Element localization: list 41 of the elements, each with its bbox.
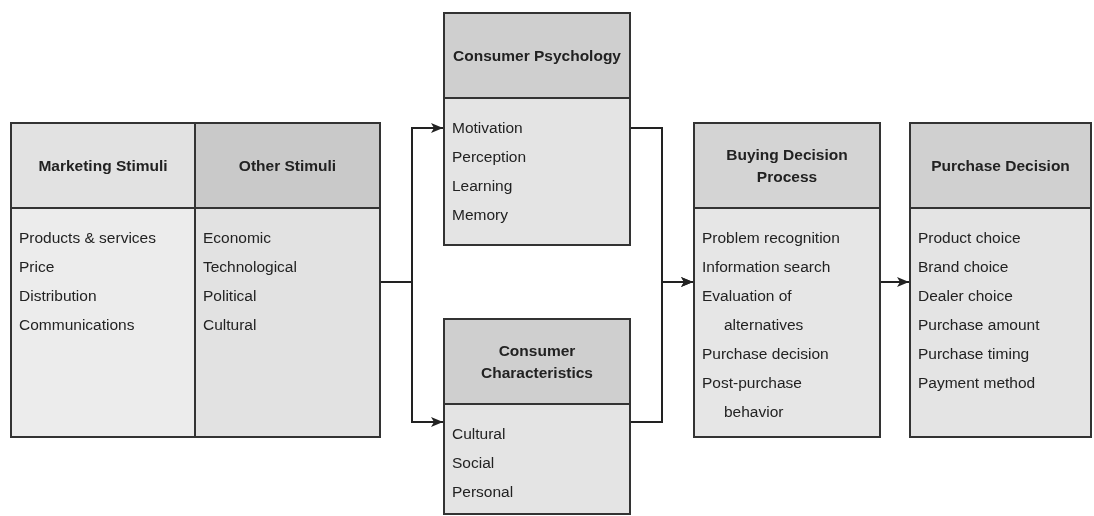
category-box xyxy=(10,122,196,438)
box-title: Other Stimuli xyxy=(238,155,337,176)
box-title: Purchase Decision xyxy=(931,155,1070,176)
list-item: Dealer choice xyxy=(918,286,1014,306)
list-item: Political xyxy=(203,286,258,306)
list-item: Economic xyxy=(203,228,273,248)
list-item: Personal xyxy=(452,482,515,502)
list-item: Memory xyxy=(452,205,509,225)
category-box xyxy=(909,122,1092,438)
list-item: Social xyxy=(452,453,496,473)
list-item: Evaluation of alternatives xyxy=(702,286,805,335)
list-item: Cultural xyxy=(203,315,258,335)
category-box xyxy=(443,12,631,246)
list-item: Products & services xyxy=(19,228,157,248)
box-title: Marketing Stimuli xyxy=(38,155,168,176)
category-box xyxy=(194,122,381,438)
list-item: Post-purchase behavior xyxy=(702,373,803,422)
box-title: Buying Decision Process xyxy=(725,144,849,187)
list-item: Perception xyxy=(452,147,528,167)
list-item: Learning xyxy=(452,176,514,196)
list-item: Purchase decision xyxy=(702,344,830,364)
list-item: Technological xyxy=(203,257,298,277)
list-item: Brand choice xyxy=(918,257,1010,277)
category-box xyxy=(693,122,881,438)
box-title: Consumer Characteristics xyxy=(480,340,594,383)
box-title: Consumer Psychology xyxy=(453,45,621,66)
list-item: Information search xyxy=(702,257,832,277)
category-box xyxy=(443,318,631,515)
list-item: Problem recognition xyxy=(702,228,841,248)
list-item: Communications xyxy=(19,315,136,335)
arrow xyxy=(630,277,694,423)
list-item: Purchase amount xyxy=(918,315,1041,335)
list-item: Motivation xyxy=(452,118,524,138)
arrow xyxy=(380,281,444,427)
arrow xyxy=(880,277,910,287)
list-item: Purchase timing xyxy=(918,344,1031,364)
list-item: Distribution xyxy=(19,286,98,306)
list-item: Payment method xyxy=(918,373,1037,393)
list-item: Cultural xyxy=(452,424,507,444)
list-item: Price xyxy=(19,257,56,277)
list-item: Product choice xyxy=(918,228,1022,248)
